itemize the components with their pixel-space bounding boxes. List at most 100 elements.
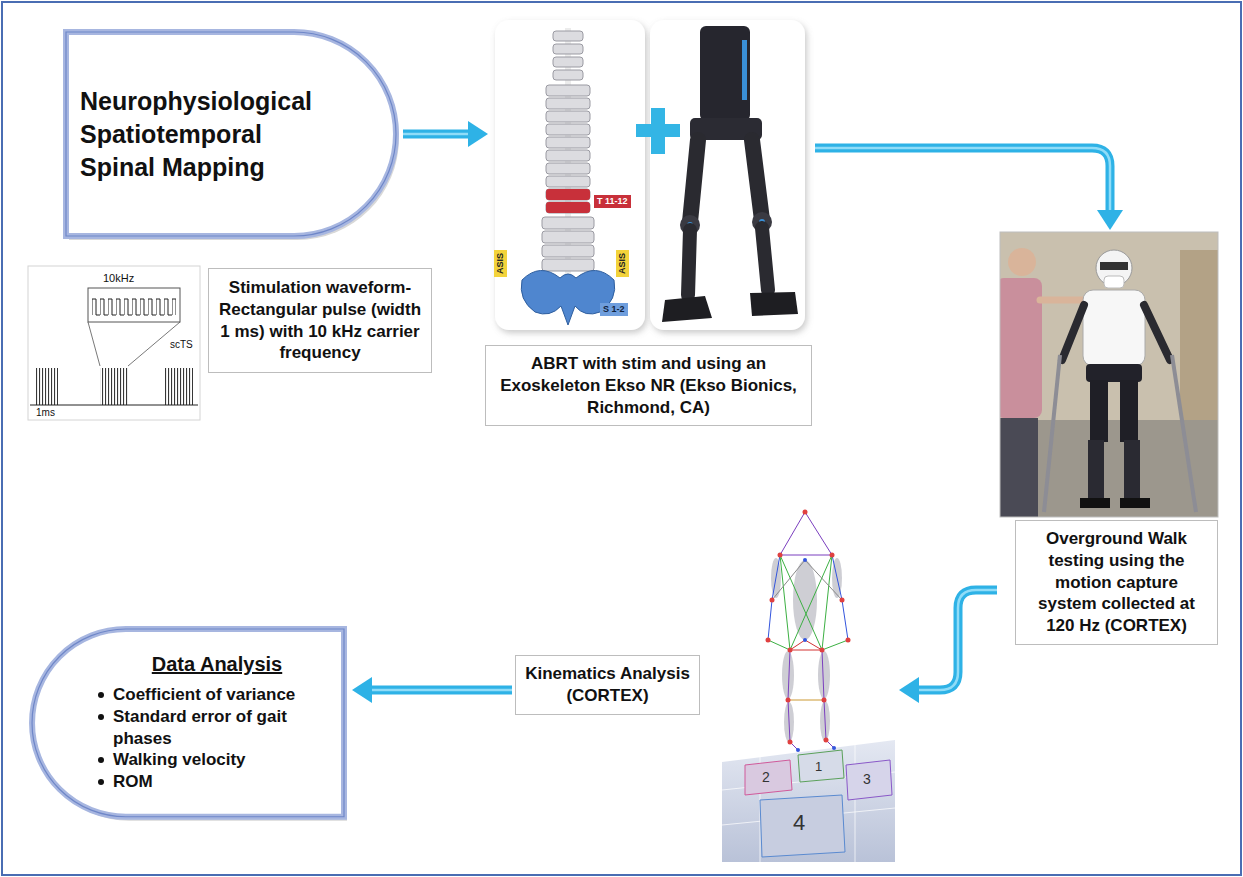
caption-text: Overground Walk testing using the motion… bbox=[1024, 528, 1209, 637]
walking-photo-part bbox=[1000, 278, 1042, 418]
d-shape-content: Data AnalysisCoefficient of varianceStan… bbox=[28, 625, 348, 821]
d-shape-border-line bbox=[32, 629, 344, 817]
motion-capture-figure-part-part bbox=[768, 640, 790, 650]
motion-capture-figure-part-part bbox=[846, 638, 851, 643]
bullet-row: Walking velocity bbox=[98, 749, 336, 771]
motion-capture-figure-part-part bbox=[830, 553, 835, 558]
waveform-figure-part bbox=[28, 266, 200, 420]
walking-photo-part bbox=[1144, 305, 1170, 360]
waveform-figure-part bbox=[92, 297, 176, 317]
walking-photo-part bbox=[1086, 364, 1142, 382]
motion-capture-figure-part bbox=[846, 760, 892, 800]
arrow-shaft bbox=[919, 590, 997, 690]
waveform-label: scTS bbox=[170, 340, 193, 350]
motion-capture-figure-part bbox=[745, 760, 792, 795]
exoskeleton-figure-part bbox=[688, 230, 690, 295]
caption-box: Overground Walk testing using the motion… bbox=[1015, 520, 1218, 645]
waveform-figure-part bbox=[88, 322, 100, 366]
motion-capture-figure-part-part bbox=[788, 648, 793, 653]
d-shape-content: Neurophysiological Spatiotemporal Spinal… bbox=[62, 28, 400, 240]
motion-capture-figure-part-part bbox=[772, 560, 842, 600]
walking-photo-part bbox=[1083, 290, 1145, 366]
motion-capture-figure-part bbox=[855, 745, 856, 862]
walking-photo-part bbox=[1120, 498, 1150, 508]
walking-photo-part bbox=[1062, 305, 1084, 360]
walking-photo-part bbox=[1044, 355, 1060, 512]
d-shape-border bbox=[32, 629, 344, 817]
motion-capture-figure-part-part bbox=[796, 748, 800, 752]
caption-box: ABRT with stim and using an Exoskeleton … bbox=[485, 345, 812, 426]
arrow-shaft bbox=[815, 148, 1110, 210]
motion-capture-figure-part-part bbox=[840, 598, 845, 603]
exoskeleton-figure-part bbox=[762, 228, 768, 290]
illustration-panel: Kinematics Analysis (CORTEX) bbox=[515, 505, 895, 862]
motion-capture-figure-part bbox=[798, 750, 844, 782]
arrow-highlight bbox=[815, 148, 1110, 210]
motion-capture-figure bbox=[722, 510, 895, 863]
exoskeleton-figure-part bbox=[700, 26, 750, 121]
spine-figure-part bbox=[495, 20, 645, 330]
walking-photo-part bbox=[1008, 248, 1036, 276]
walking-photo-part bbox=[1104, 276, 1124, 288]
motion-capture-figure-part-part bbox=[803, 638, 807, 642]
spine-figure-part bbox=[546, 189, 590, 200]
box-text: Stimulation waveform- Rectangular pulse … bbox=[217, 277, 423, 364]
bullet-text: Coefficient of variance bbox=[113, 684, 295, 706]
motion-capture-figure-part-part bbox=[780, 555, 832, 650]
force-plate-number: 1 bbox=[815, 760, 822, 773]
bullet-dot bbox=[98, 757, 104, 763]
motion-capture-figure-part bbox=[760, 795, 845, 857]
walking-photo-part bbox=[1172, 355, 1196, 512]
walking-photo-part bbox=[1124, 440, 1140, 502]
exoskeleton-figure-part bbox=[750, 292, 798, 316]
arrow-shaft bbox=[372, 686, 512, 695]
caption-text: Kinematics Analysis (CORTEX) bbox=[524, 663, 691, 707]
waveform-figure-part bbox=[88, 288, 180, 322]
arrow-shaft bbox=[403, 130, 468, 139]
process-d-shape: Neurophysiological Spatiotemporal Spinal… bbox=[62, 28, 400, 240]
d-shape-border bbox=[66, 32, 396, 236]
spine-figure-part bbox=[546, 202, 590, 213]
arrow-highlight bbox=[403, 133, 468, 136]
waveform-figure-part bbox=[36, 368, 58, 405]
motion-capture-figure-part-part bbox=[824, 738, 829, 743]
flow-arrow bbox=[403, 121, 488, 147]
flow-arrow bbox=[352, 677, 512, 703]
motion-capture-figure-part-part bbox=[766, 638, 771, 643]
force-plate-number: 4 bbox=[793, 812, 805, 834]
process-title: Neurophysiological Spatiotemporal Spinal… bbox=[80, 85, 312, 184]
bullet-dot bbox=[98, 779, 104, 785]
motion-capture-figure-part-part bbox=[780, 512, 832, 555]
d-shape-border-line bbox=[66, 32, 396, 236]
spine-figure-part bbox=[495, 30, 645, 82]
frequency-label: 10kHz bbox=[103, 273, 134, 284]
illustration-panel: ABRT with stim and using an Exoskeleton … bbox=[485, 20, 812, 428]
waveform-figure-part bbox=[30, 405, 198, 406]
motion-capture-figure-part bbox=[793, 560, 817, 640]
exoskeleton-figure-part bbox=[752, 140, 762, 220]
arrow-head bbox=[468, 121, 488, 147]
process-d-shape: Data AnalysisCoefficient of varianceStan… bbox=[28, 625, 348, 821]
waveform-figure-part bbox=[165, 368, 193, 405]
motion-capture-figure-part-part bbox=[822, 698, 827, 703]
walking-photo-part bbox=[1080, 498, 1110, 508]
walking-photo bbox=[1000, 232, 1218, 517]
bullet-row: ROM bbox=[98, 771, 336, 793]
motion-capture-figure-part bbox=[768, 512, 848, 750]
exoskeleton-figure bbox=[650, 20, 805, 330]
arrow-highlight bbox=[372, 689, 512, 692]
bullet-text: Walking velocity bbox=[113, 749, 246, 771]
spine-figure-part bbox=[521, 270, 614, 325]
motion-capture-figure-part-part bbox=[803, 510, 808, 515]
duration-label: 1ms bbox=[36, 408, 55, 418]
exoskeleton-figure-part bbox=[690, 140, 698, 222]
walking-photo-part bbox=[1120, 380, 1138, 442]
flow-arrow bbox=[815, 148, 1123, 230]
motion-capture-figure-part bbox=[796, 558, 836, 752]
exoskeleton-figure-part bbox=[650, 20, 805, 330]
walking-photo-part bbox=[1088, 440, 1104, 502]
plus-sign bbox=[636, 108, 680, 154]
caption-box: Kinematics Analysis (CORTEX) bbox=[515, 655, 700, 715]
waveform-figure bbox=[28, 266, 200, 420]
